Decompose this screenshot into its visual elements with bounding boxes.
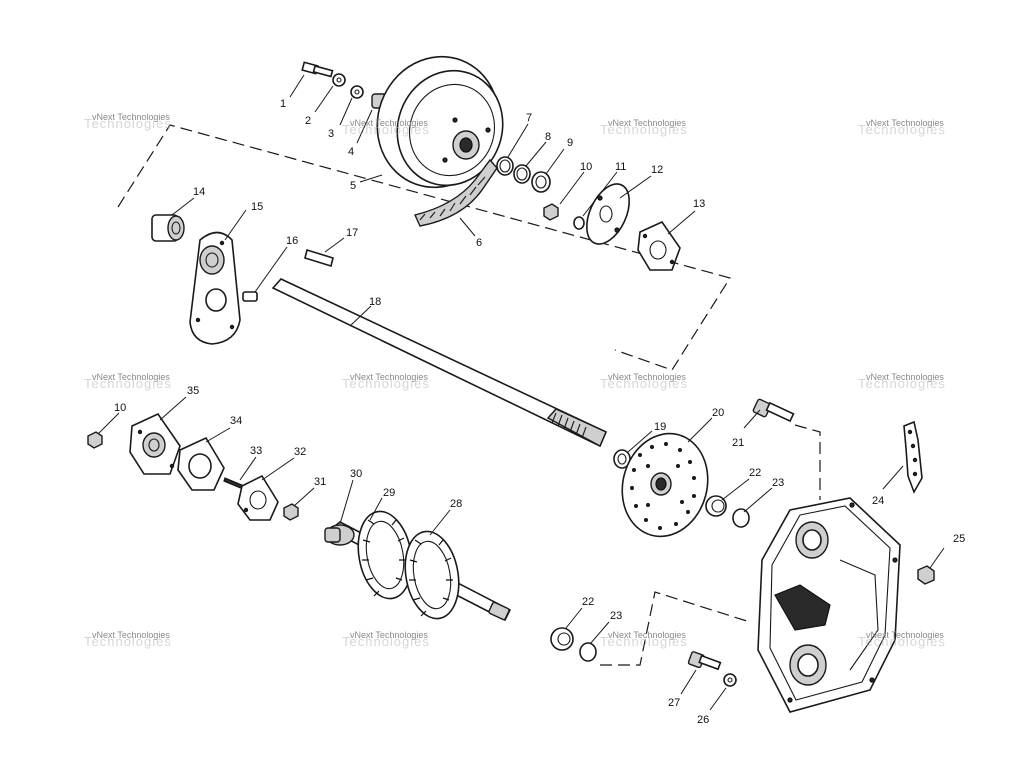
callout-17: 17 (346, 227, 358, 239)
seal-22-lower (550, 627, 574, 651)
flange-plate-12 (586, 183, 630, 245)
callout-32: 32 (294, 446, 306, 458)
washer-2 (332, 73, 346, 87)
nut-25 (917, 565, 935, 585)
bearing-flange-13 (637, 220, 681, 271)
callout-7: 7 (526, 112, 532, 124)
chaincase-housing (757, 497, 901, 713)
nut-10-lower (87, 431, 103, 449)
bolt-27 (687, 651, 722, 671)
nut-10-upper (543, 203, 559, 221)
callout-3: 3 (328, 128, 334, 140)
shaft-18 (271, 278, 608, 448)
callout-20: 20 (712, 407, 724, 419)
callout-35: 35 (187, 385, 199, 397)
callout-18: 18 (369, 296, 381, 308)
nut-31 (283, 503, 299, 521)
washer-26 (723, 673, 737, 687)
sprocket-28 (404, 530, 460, 620)
callout-27: 27 (668, 697, 680, 709)
callout-2: 2 (305, 115, 311, 127)
callout-21: 21 (732, 437, 744, 449)
assembly-dashed-line-lower (600, 591, 751, 666)
callout-labels: 1 2 3 4 5 6 7 8 9 10 11 12 13 14 15 16 1… (114, 98, 965, 726)
drive-shaft-assembly (324, 510, 512, 622)
callout-24: 24 (872, 495, 884, 507)
leader-lines (97, 74, 945, 711)
callout-10-upper: 10 (580, 161, 592, 173)
callout-8: 8 (545, 131, 551, 143)
bolt-16 (242, 291, 258, 302)
callout-15: 15 (251, 201, 263, 213)
callout-25: 25 (953, 533, 965, 545)
callout-26: 26 (697, 714, 709, 726)
callout-28: 28 (450, 498, 462, 510)
ring-9 (531, 171, 551, 193)
bracket-24 (903, 420, 923, 494)
washer-3 (350, 85, 364, 99)
flange-32 (237, 474, 279, 521)
callout-22-lower: 22 (582, 596, 594, 608)
callout-33: 33 (250, 445, 262, 457)
callout-9: 9 (567, 137, 573, 149)
bearing-14 (151, 214, 185, 242)
callout-29: 29 (383, 487, 395, 499)
callout-22-upper: 22 (749, 467, 761, 479)
callout-34: 34 (230, 415, 242, 427)
callout-1: 1 (280, 98, 286, 110)
callout-19: 19 (654, 421, 666, 433)
callout-14: 14 (193, 186, 205, 198)
bolt-1 (301, 61, 334, 78)
bolt-21 (752, 398, 795, 423)
shim-23-lower (579, 642, 597, 662)
callout-5: 5 (350, 180, 356, 192)
callout-10-lower: 10 (114, 402, 126, 414)
shim-23-upper (732, 508, 750, 528)
assembly-dashed-line-upper (117, 124, 731, 371)
sprocket-wheel-5 (376, 55, 504, 189)
bearing-plate-15 (189, 231, 241, 345)
callout-13: 13 (693, 198, 705, 210)
callout-23-lower: 23 (610, 610, 622, 622)
washer-11 (573, 216, 585, 230)
seal-22-upper (705, 495, 727, 517)
callout-31: 31 (314, 476, 326, 488)
shaft-end-30 (324, 524, 355, 546)
callout-30: 30 (350, 468, 362, 480)
bearing-flange-35 (129, 412, 181, 475)
callout-12: 12 (651, 164, 663, 176)
gasket-34 (177, 436, 225, 491)
callout-4: 4 (348, 146, 354, 158)
assembly-dashed-line-right (794, 424, 821, 500)
callout-6: 6 (476, 237, 482, 249)
callout-16: 16 (286, 235, 298, 247)
key-17 (304, 248, 334, 268)
brake-disc-20 (621, 432, 709, 538)
callout-11: 11 (615, 161, 626, 173)
callout-23-upper: 23 (772, 477, 784, 489)
